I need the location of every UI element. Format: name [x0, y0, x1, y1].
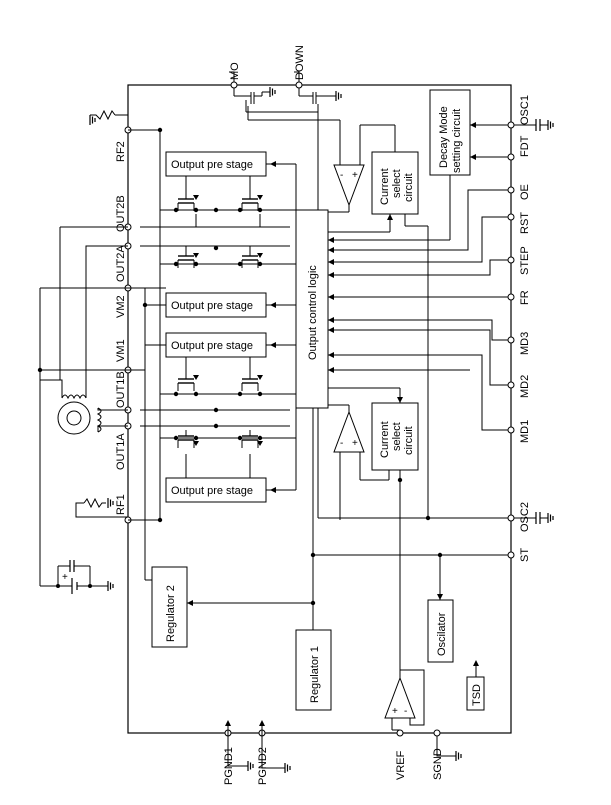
pin-label-out2b: OUT2B [115, 195, 127, 232]
comparator-bottom: - + [333, 410, 365, 453]
oscillator-label: Oscilator [436, 612, 448, 656]
ground-icon [547, 512, 554, 524]
comparator-plus: + [352, 170, 358, 181]
regulator-1-block: Regulator 1 [295, 629, 332, 711]
pin-label-md1: MD1 [519, 420, 531, 443]
mo-pin-group: MO [229, 62, 318, 113]
down-pin-group: DOWN [294, 45, 330, 210]
current-select-circuit-top: Current select circuit [371, 151, 419, 215]
output-pre-stage-label: Output pre stage [171, 485, 253, 497]
pin-label-osc2: OSC2 [519, 502, 531, 532]
decay-mode-text: setting circuit [451, 109, 463, 173]
bottom-pins: PGND1 PGND2 VREF SGND [223, 729, 444, 785]
output-control-logic-label: Output control logic [307, 265, 319, 360]
pin-label-st: ST [519, 548, 531, 562]
pin-label-fdt: FDT [519, 135, 531, 157]
pin-label-sgnd: SGND [432, 748, 444, 780]
oscillator-block: Oscilator [427, 599, 454, 663]
ground-icon [335, 90, 342, 102]
h-bridge-2 [140, 176, 290, 269]
current-select-text: circuit [403, 426, 415, 455]
stepper-motor [40, 226, 128, 435]
pin-label-md3: MD3 [519, 332, 531, 355]
pin-label-oe: OE [519, 184, 531, 200]
output-pre-stage-label: Output pre stage [171, 340, 253, 352]
h-bridge-1 [140, 357, 290, 478]
pin-label-mo: MO [229, 62, 241, 80]
pin-label-pgnd2: PGND2 [257, 747, 269, 785]
current-select-text: Current [379, 168, 391, 205]
pin-label-down: DOWN [294, 45, 306, 80]
tsd-block: TSD [466, 676, 485, 711]
ground-icon [89, 114, 96, 126]
pin-label-osc1: OSC1 [519, 95, 531, 125]
output-pre-stage-2: Output pre stage [165, 292, 267, 318]
decay-mode-setting-circuit: Decay Mode setting circuit [429, 89, 471, 176]
ground-icon [547, 119, 554, 131]
regulator-2-label: Regulator 2 [165, 585, 177, 642]
pin-label-fr: FR [519, 290, 531, 305]
comparator-plus: + [352, 438, 358, 449]
output-pre-stage-3: Output pre stage [165, 332, 267, 358]
ground-icon [455, 750, 462, 762]
pin-label-out1b: OUT1B [115, 371, 127, 408]
comparator-minus: - [340, 170, 343, 181]
comparator-minus: - [340, 438, 343, 449]
ground-icon [107, 497, 114, 509]
output-control-logic-block: Output control logic [295, 209, 329, 409]
ground-icon [284, 762, 291, 774]
pin-label-rst: RST [519, 212, 531, 234]
ground-icon [107, 580, 114, 592]
current-select-text: Current [379, 421, 391, 458]
pin-label-md2: MD2 [519, 375, 531, 398]
decay-mode-text: Decay Mode [438, 106, 450, 168]
current-select-text: select [391, 169, 403, 198]
current-select-text: select [391, 422, 403, 451]
pin-label-rf1: RF1 [115, 494, 127, 515]
battery-plus: + [62, 572, 68, 583]
pin-label-vm2: VM2 [115, 295, 127, 318]
pin-label-out2a: OUT2A [115, 245, 127, 282]
output-pre-stage-label: Output pre stage [171, 300, 253, 312]
ground-icon [247, 760, 254, 772]
comparator-plus: + [392, 706, 398, 717]
ground-icon [269, 86, 276, 98]
output-pre-stage-label: Output pre stage [171, 159, 253, 171]
regulator-2-block: Regulator 2 [151, 566, 188, 648]
regulator-1-label: Regulator 1 [309, 646, 321, 703]
pin-label-vref: VREF [395, 750, 407, 780]
current-select-text: circuit [403, 173, 415, 202]
battery-icon: + [40, 560, 108, 594]
pin-label-vm1: VM1 [115, 339, 127, 362]
pin-label-out1a: OUT1A [115, 433, 127, 470]
pin-label-rf2: RF2 [115, 141, 127, 162]
output-pre-stage-top: Output pre stage [165, 151, 267, 177]
comparator-minus: - [404, 706, 407, 717]
output-pre-stage-bottom: Output pre stage [165, 477, 267, 503]
pin-label-step: STEP [519, 246, 531, 275]
right-pins: OSC1 FDT OE RST STEP FR MD3 MD2 MD1 OSC2… [507, 95, 531, 562]
vref-buffer-amp: + - [384, 676, 416, 719]
comparator-top: - + [333, 164, 365, 207]
tsd-label: TSD [471, 684, 483, 706]
current-select-circuit-bottom: Current select circuit [371, 402, 419, 471]
